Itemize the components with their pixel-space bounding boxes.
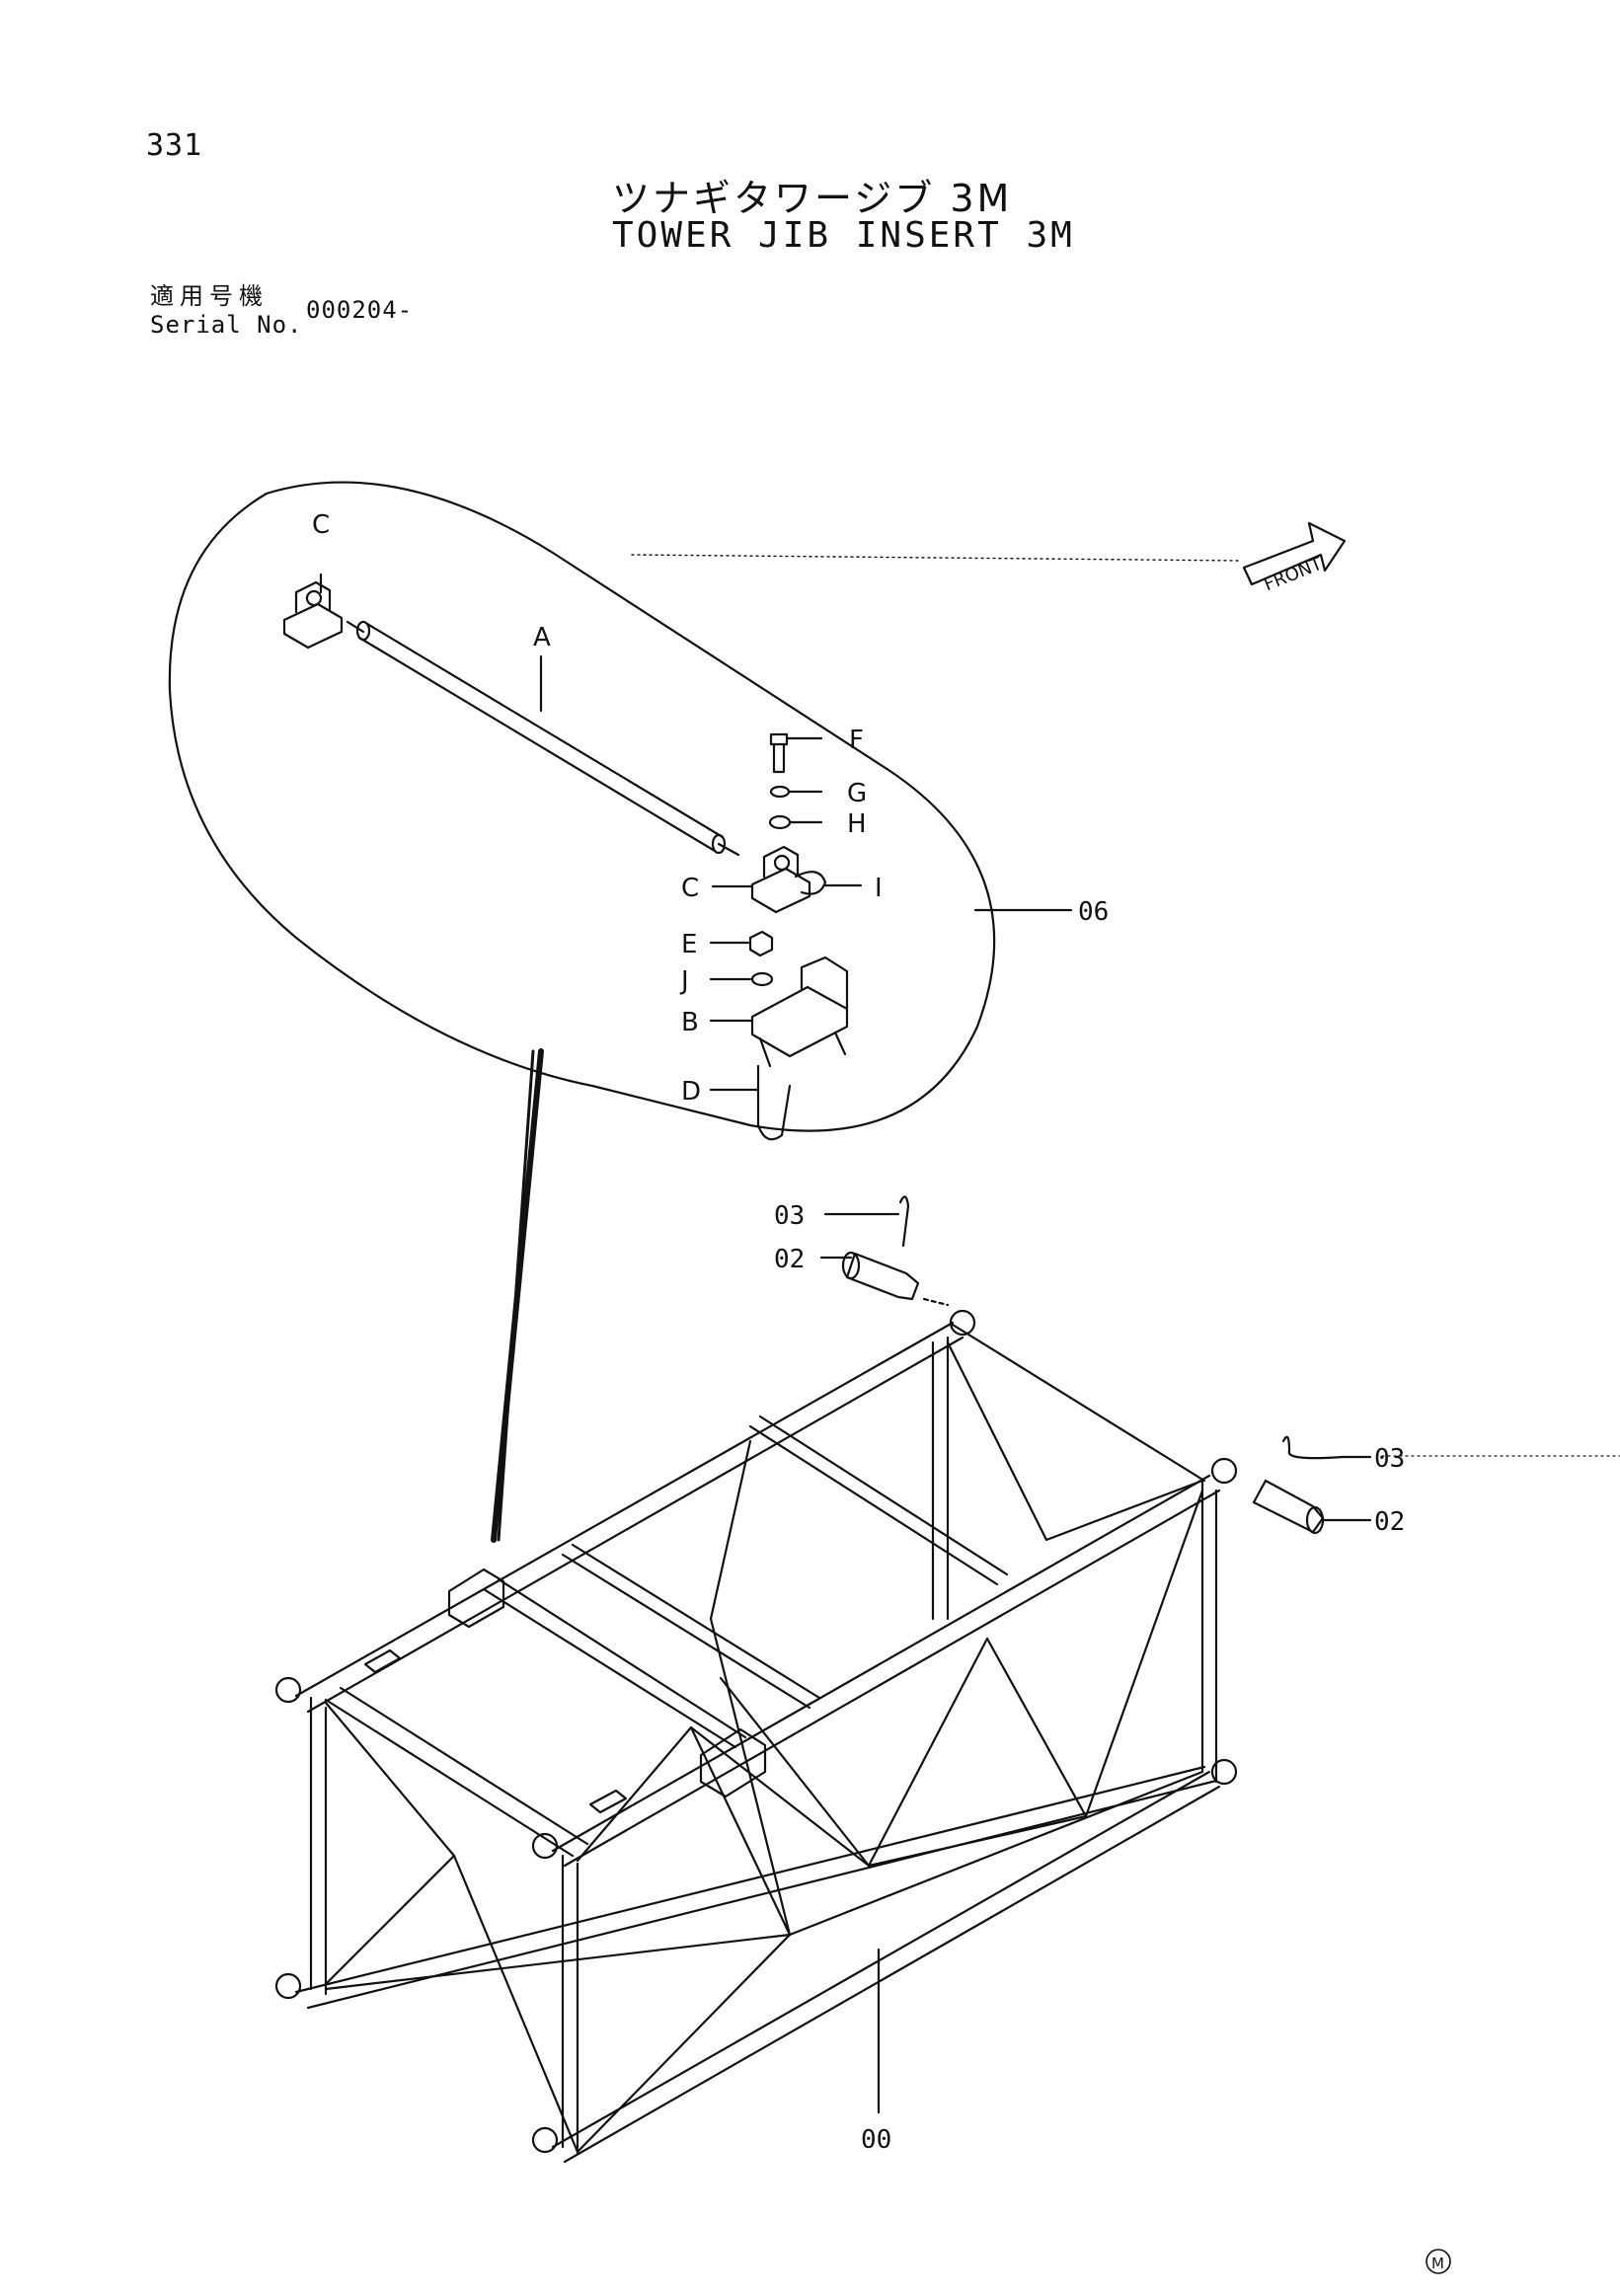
callout-j: J (679, 966, 689, 996)
washer-g (769, 785, 791, 799)
bracket-c-top (282, 580, 344, 650)
callout-i: I (875, 874, 883, 903)
callout-f: F (849, 726, 864, 755)
part-number-03-right: 03 (1374, 1444, 1405, 1474)
footer-mark-icon: M (1426, 2249, 1451, 2274)
callout-d: D (681, 1077, 701, 1107)
title-english: TOWER JIB INSERT 3M (612, 215, 1075, 256)
shaft-a (346, 620, 740, 857)
nut-e (748, 930, 774, 957)
washer-h (768, 814, 792, 830)
front-leader-line (631, 554, 1240, 562)
footer-mark: M (1431, 2255, 1444, 2272)
applicable-model-label: 適用号機 (150, 282, 269, 310)
part-number-03-top: 03 (774, 1201, 805, 1231)
bolt-f (769, 732, 789, 774)
front-arrow-icon (1242, 521, 1347, 586)
callout-h: H (847, 809, 867, 839)
callout-e: E (681, 930, 697, 959)
callout-c-top: C (312, 510, 330, 540)
part-number-02-top: 02 (774, 1245, 805, 1274)
page-number: 331 (146, 128, 203, 163)
bracket-b (750, 956, 849, 1068)
serial-number-value: 000204- (306, 296, 414, 324)
part-number-00: 00 (861, 2125, 891, 2155)
part-number-06: 06 (1078, 897, 1109, 927)
serial-number-label: Serial No. (150, 311, 303, 339)
front-label: FRONT (1261, 553, 1326, 595)
title-japanese: ツナギタワージブ 3M (612, 177, 1013, 220)
callout-g: G (847, 779, 867, 808)
clip-top (898, 1195, 910, 1248)
washer-j (750, 971, 774, 987)
callout-c-bottom: C (681, 874, 699, 903)
clip-i (794, 871, 827, 895)
callout-a: A (533, 623, 551, 652)
pin-right (1252, 1479, 1325, 1535)
callout-b: B (681, 1008, 699, 1037)
u-bolt-d (756, 1064, 792, 1141)
truss-frame (274, 1309, 1238, 2164)
detail-bubble-outline (168, 481, 996, 1132)
bracket-c-bottom (750, 845, 811, 914)
clip-right (1281, 1435, 1345, 1460)
part-number-02-right: 02 (1374, 1507, 1405, 1537)
pin-top (841, 1251, 920, 1301)
